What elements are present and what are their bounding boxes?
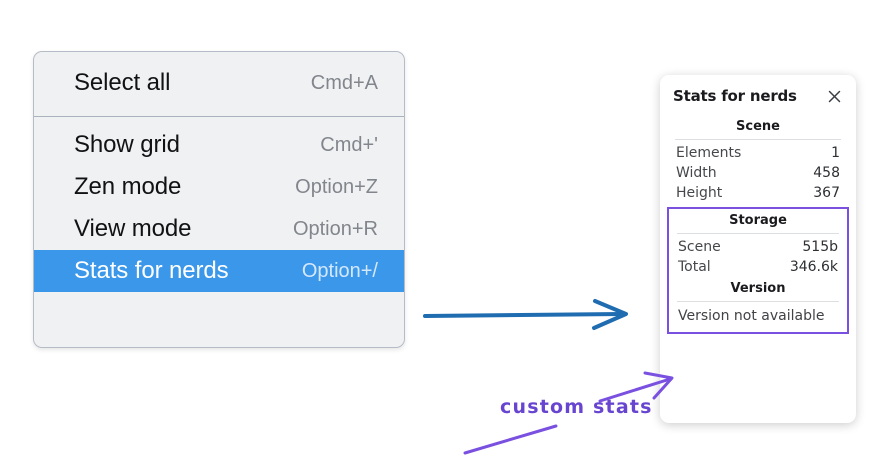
menu-item-shortcut: Option+R [292,217,378,240]
close-icon[interactable] [825,87,843,105]
menu-item-label: View mode [74,215,192,242]
menu-item-shortcut: Cmd+A [310,71,378,94]
stats-row-key: Height [676,185,723,201]
menu-item-show-grid[interactable]: Show grid Cmd+' [34,124,404,166]
menu-item-select-all[interactable]: Select all Cmd+A [34,62,404,104]
stats-row-elements: Elements 1 [673,143,843,163]
stats-row-key: Width [676,165,717,181]
stats-row-value: 1 [831,145,840,161]
context-menu: Select all Cmd+A Show grid Cmd+' Zen mod… [33,51,405,348]
stats-row-value: 367 [813,185,840,201]
custom-stats-highlight-box: Storage Scene 515b Total 346.6k Version … [667,207,849,334]
menu-group-1: Select all Cmd+A [34,52,404,116]
menu-item-label: Select all [74,69,171,96]
stats-row-value: 458 [813,165,840,181]
stats-row-key: Elements [676,145,742,161]
menu-item-shortcut: Option+Z [295,175,378,198]
menu-group-2: Show grid Cmd+' Zen mode Option+Z View m… [34,117,404,300]
stats-row-key: Total [678,259,711,275]
purple-underline-stroke [463,424,558,455]
menu-item-label: Show grid [74,131,180,158]
custom-stats-annotation-label: custom stats [500,396,653,418]
menu-item-label: Stats for nerds [74,257,229,284]
menu-item-label: Zen mode [74,173,182,200]
menu-item-shortcut: Cmd+' [320,133,378,156]
stats-row-value: 346.6k [789,259,838,275]
stats-row-version-text: Version not available [678,308,825,324]
stats-row-value: 515b [802,239,838,255]
section-divider [677,301,839,302]
stats-section-storage: Storage Scene 515b Total 346.6k [675,209,841,277]
stats-row-height: Height 367 [673,183,843,203]
stats-section-scene: Scene Elements 1 Width 458 Height 367 [673,115,843,203]
section-title-version: Version [730,281,786,296]
section-title-storage: Storage [729,213,787,228]
menu-item-zen-mode[interactable]: Zen mode Option+Z [34,166,404,208]
menu-item-stats-for-nerds[interactable]: Stats for nerds Option+/ [34,250,404,292]
menu-item-shortcut: Option+/ [301,259,378,282]
stats-row-key: Scene [678,239,721,255]
blue-arrow [423,299,628,330]
section-divider [675,139,841,140]
stats-panel-header: Stats for nerds [673,87,843,105]
menu-separator [34,116,404,117]
stats-section-version: Version Version not available [675,277,841,327]
section-divider [677,233,839,234]
stats-row-scene-size: Scene 515b [675,237,841,257]
stats-row-width: Width 458 [673,163,843,183]
menu-item-view-mode[interactable]: View mode Option+R [34,208,404,250]
stats-for-nerds-panel: Stats for nerds Scene Elements 1 Width 4… [660,75,856,423]
stats-panel-title: Stats for nerds [673,87,797,105]
section-title-scene: Scene [736,119,780,134]
stats-row-total-size: Total 346.6k [675,257,841,277]
